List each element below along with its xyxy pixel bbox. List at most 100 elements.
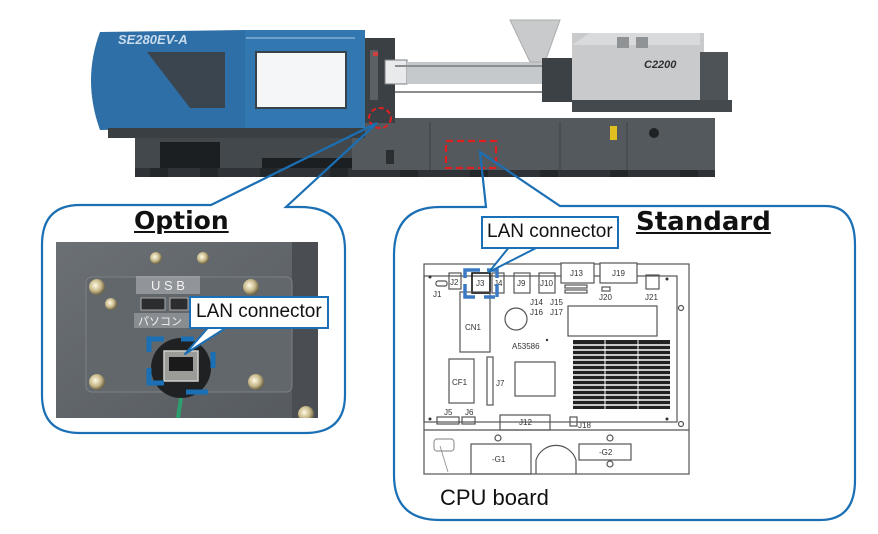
label-j5: J5 (444, 408, 453, 417)
base-opening (160, 142, 220, 168)
usb-port-1[interactable] (140, 297, 166, 311)
label-j6: J6 (465, 408, 474, 417)
connector-j9 (513, 272, 531, 294)
label-j16: J16 (530, 308, 543, 317)
clamp-window-left (147, 52, 225, 108)
connector-g2 (578, 443, 632, 461)
board-cutout (535, 444, 577, 474)
pc-label: パソコン (138, 315, 182, 328)
screw-icon (197, 252, 209, 264)
screw-icon (150, 252, 162, 264)
cabinet-indicators (386, 150, 394, 164)
label-j2: J2 (450, 278, 459, 287)
base-slot (262, 158, 362, 168)
label-j1: J1 (433, 290, 442, 299)
injection-motor (700, 52, 728, 102)
connector-j13 (560, 262, 595, 284)
mount-hole (606, 460, 614, 468)
option-location-marker[interactable] (368, 107, 392, 129)
label-j4: J4 (494, 279, 503, 288)
mount-hole (677, 420, 685, 428)
label-cf1: CF1 (452, 378, 468, 387)
screw-icon (298, 406, 314, 418)
standard-title: Standard (636, 207, 771, 237)
mount-hole (606, 434, 614, 442)
connector-j12 (499, 414, 551, 431)
vent-left (617, 37, 629, 48)
label-j10: J10 (540, 279, 553, 288)
standard-callout-outline (392, 149, 857, 522)
label-chip: A53586 (512, 342, 540, 351)
connector-j18 (569, 416, 578, 427)
jumper-j14-j15 (564, 284, 588, 289)
label-j15: J15 (550, 298, 563, 307)
connector-j10 (538, 272, 556, 294)
connector-j7 (486, 356, 494, 406)
mount-hole (677, 304, 685, 312)
label-cn1: CN1 (465, 323, 482, 332)
usb-label-plate (136, 276, 200, 294)
connector-g1 (470, 443, 532, 475)
control-cabinet (352, 118, 715, 170)
leader-line (439, 445, 449, 473)
connector-j21 (645, 274, 660, 290)
label-j19: J19 (612, 269, 625, 278)
heatsink (573, 340, 670, 409)
module-block (567, 305, 658, 337)
standard-location-marker[interactable] (444, 139, 498, 170)
jumper-j16-j17 (564, 289, 588, 294)
screw-icon (243, 279, 259, 295)
lan-cable (176, 397, 183, 418)
option-lan-connector-label: LAN connector (189, 296, 329, 329)
platen-indicator (373, 52, 378, 56)
connector-j3 (471, 272, 491, 294)
jumper-j20 (601, 286, 611, 292)
usb-label: U S B (151, 278, 185, 293)
screw-icon (89, 279, 105, 295)
injection-nozzle-block (542, 58, 572, 102)
screw-icon (248, 374, 264, 390)
processor-chip (514, 361, 556, 397)
connector-j5 (436, 416, 460, 425)
connector-j6 (461, 416, 476, 425)
machine-base-rail (135, 168, 715, 177)
panel-edge (292, 242, 318, 418)
screw-icon (89, 374, 105, 390)
connector-cf1 (448, 358, 475, 404)
label-j7: J7 (496, 379, 505, 388)
label-j18: J18 (578, 421, 591, 430)
injection-unit-label: C2200 (644, 59, 677, 71)
cabinet-switch (649, 128, 659, 138)
switch-block (433, 438, 455, 452)
label-j9: J9 (517, 279, 526, 288)
screw-icon (105, 298, 117, 310)
mount-hole (494, 434, 502, 442)
lan-port-socket (169, 357, 193, 371)
label-j3: J3 (476, 279, 485, 288)
vent-right (636, 37, 648, 48)
option-callout-outline (40, 122, 378, 435)
label-j14: J14 (530, 298, 543, 307)
connector-j19 (599, 262, 638, 284)
label-j12: J12 (519, 418, 532, 427)
connector-j2 (448, 272, 462, 290)
connector-cn1 (459, 291, 491, 353)
machine-model-label: SE280EV-A (118, 32, 188, 47)
label-j20: J20 (599, 293, 612, 302)
clamp-window-right (255, 51, 347, 109)
label-j13: J13 (570, 269, 583, 278)
pc-label-plate (134, 313, 192, 328)
connector-j1 (435, 280, 448, 287)
platen-panel (370, 50, 378, 100)
cpu-board-caption: CPU board (440, 485, 549, 510)
usb-port-2[interactable] (169, 297, 189, 311)
standard-lan-connector-label: LAN connector (481, 216, 619, 249)
injection-barrel-cover (407, 62, 557, 84)
label-j17: J17 (550, 308, 563, 317)
label-j21: J21 (645, 293, 658, 302)
base-feet (150, 168, 698, 177)
warning-label (610, 126, 617, 140)
